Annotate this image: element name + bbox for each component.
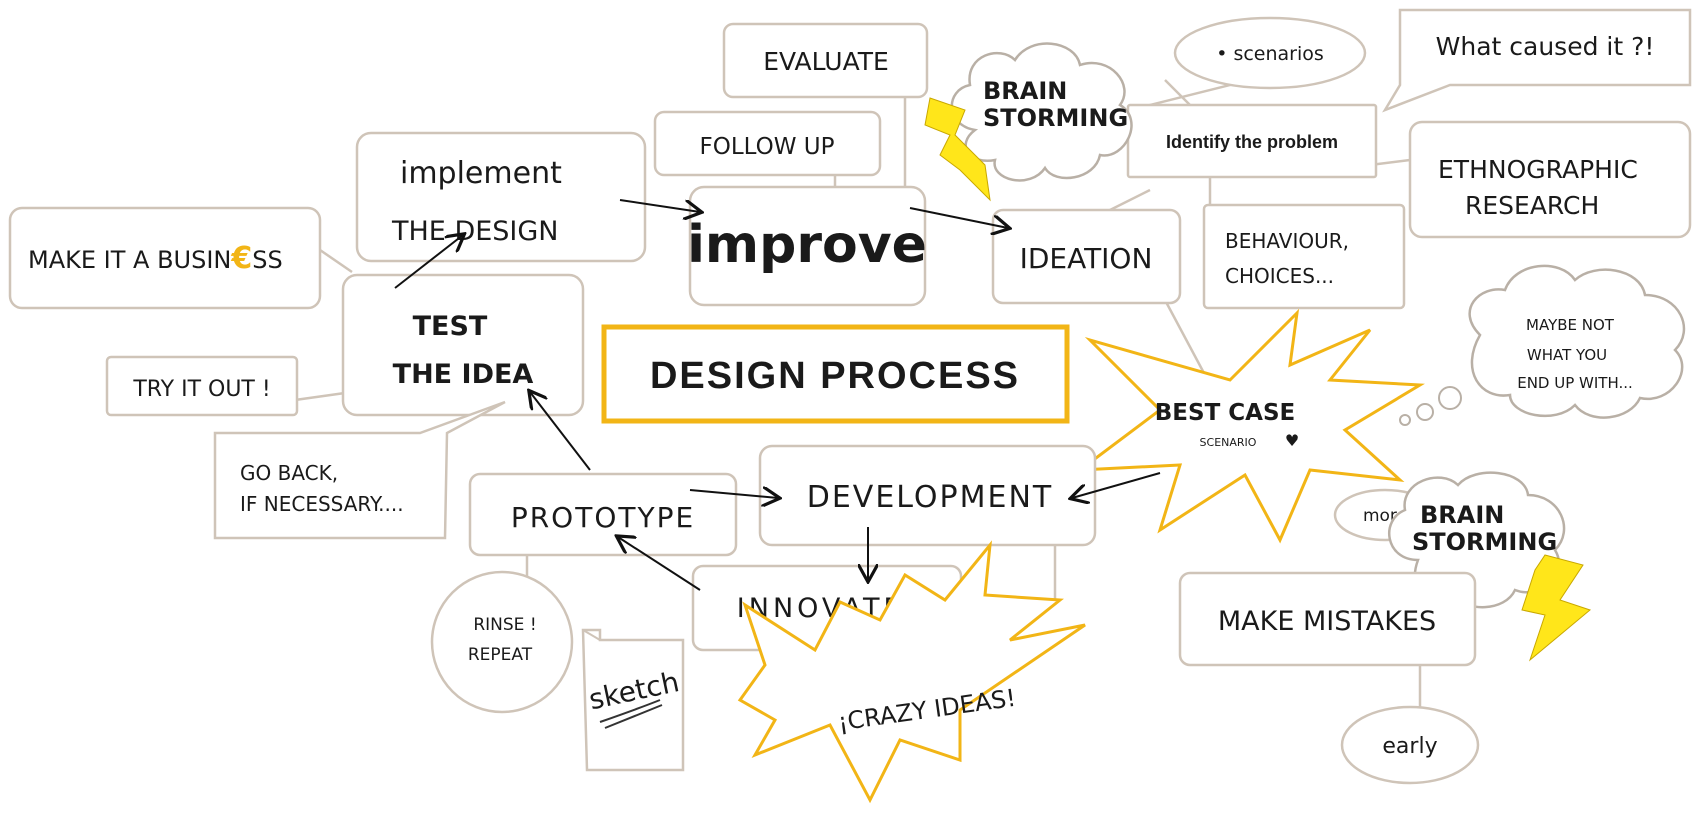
node-early: early (1340, 705, 1480, 785)
maybe-not-thought: MAYBE NOT WHAT YOU END UP WITH... (1399, 264, 1686, 426)
lightning-bolt-icon (1521, 554, 1592, 662)
behaviour-label: BEHAVIOUR, (1225, 229, 1349, 253)
node-scenarios: • scenarios (1173, 16, 1367, 90)
scenario-label: SCENARIO (1200, 436, 1257, 449)
euro-glyph: € (230, 241, 252, 276)
ethnographic-label: ETHNOGRAPHIC (1438, 155, 1638, 184)
node-make-business: MAKE IT A BUSIN€SS (8, 206, 322, 310)
arrow-implement-to-improve (619, 199, 700, 212)
mistakes-label: MAKE MISTAKES (1218, 606, 1436, 637)
node-sketch: sketch (581, 628, 685, 772)
implement-label: implement (400, 156, 562, 191)
best-case-star: BEST CASE SCENARIO ♥ (1075, 308, 1425, 544)
node-make-mistakes: MAKE MISTAKES (1178, 571, 1477, 667)
go-back-label: GO BACK, (240, 461, 338, 485)
node-development: DEVELOPMENT (758, 444, 1097, 547)
maybe-label-1: MAYBE NOT (1526, 316, 1615, 334)
improve-label: improve (687, 215, 927, 275)
node-try-it-out: TRY IT OUT ! (105, 355, 299, 417)
flow-arrows (394, 199, 1161, 591)
arrow-test-to-implement (394, 235, 463, 289)
maybe-label-2: WHAT YOU (1527, 346, 1607, 364)
brainstorm-top-label-1: BRAIN (983, 77, 1067, 105)
crazy-ideas-star: ¡CRAZY IDEAS! (737, 540, 1086, 804)
arrow-innovate-to-prototype (618, 537, 701, 591)
arrow-bestcase-to-development (1072, 472, 1161, 498)
arrow-improve-to-ideation (909, 207, 1008, 228)
node-improve: improve (687, 185, 927, 307)
arrow-prototype-to-test (530, 392, 591, 471)
node-ideation: IDEATION (991, 208, 1182, 305)
repeat-label: REPEAT (468, 645, 533, 665)
node-rinse-repeat: RINSE ! REPEAT (430, 570, 574, 714)
node-follow-up: FOLLOW UP (653, 110, 882, 177)
early-label: early (1382, 734, 1437, 759)
rinse-label: RINSE ! (473, 615, 536, 635)
node-behaviour: BEHAVIOUR, CHOICES... (1202, 203, 1406, 310)
scenarios-label: • scenarios (1216, 43, 1324, 65)
page-title: DESIGN PROCESS (650, 355, 1020, 397)
best-case-label: BEST CASE (1155, 400, 1295, 426)
brainstorm-top-label-2: STORMING (983, 104, 1128, 132)
connector-lines (294, 68, 1422, 710)
node-go-back: GO BACK, IF NECESSARY.... (213, 400, 506, 540)
maybe-label-3: END UP WITH... (1517, 374, 1633, 392)
if-necessary-label: IF NECESSARY.... (240, 492, 404, 516)
business-label: MAKE IT A BUSIN€SS (28, 241, 283, 276)
node-prototype: PROTOTYPE (468, 472, 738, 557)
node-evaluate: EVALUATE (722, 22, 929, 99)
title-box: DESIGN PROCESS (601, 324, 1070, 424)
ideation-label: IDEATION (1020, 242, 1153, 275)
brainstorm-bottom-label-1: BRAIN (1420, 501, 1504, 529)
identify-label: Identify the problem (1166, 132, 1338, 152)
node-what-caused: What caused it ?! (1382, 8, 1692, 113)
node-test-idea: TEST THE IDEA (341, 273, 585, 417)
prototype-label: PROTOTYPE (511, 501, 695, 534)
research-label: RESEARCH (1465, 191, 1599, 220)
brainstorm-bottom-label-2: STORMING (1412, 528, 1557, 556)
thought-bubble-icon (1438, 386, 1462, 410)
arrow-prototype-to-development (689, 490, 778, 498)
heart-icon: ♥ (1285, 431, 1299, 450)
the-idea-label: THE IDEA (393, 359, 534, 390)
node-ethnographic: ETHNOGRAPHIC RESEARCH (1408, 120, 1692, 239)
development-label: DEVELOPMENT (807, 480, 1054, 515)
evaluate-label: EVALUATE (763, 47, 889, 76)
node-implement-design: implement THE DESIGN (355, 131, 647, 263)
what-caused-label: What caused it ?! (1436, 32, 1655, 61)
choices-label: CHOICES... (1225, 264, 1334, 288)
node-identify-problem: Identify the problem (1126, 103, 1378, 179)
the-design-label: THE DESIGN (391, 216, 559, 247)
test-label: TEST (413, 311, 488, 342)
try-it-label: TRY IT OUT ! (132, 377, 270, 402)
brainstorming-top: BRAIN STORMING (924, 42, 1133, 202)
follow-up-label: FOLLOW UP (699, 134, 834, 160)
lightning-bolt-icon (924, 97, 991, 202)
